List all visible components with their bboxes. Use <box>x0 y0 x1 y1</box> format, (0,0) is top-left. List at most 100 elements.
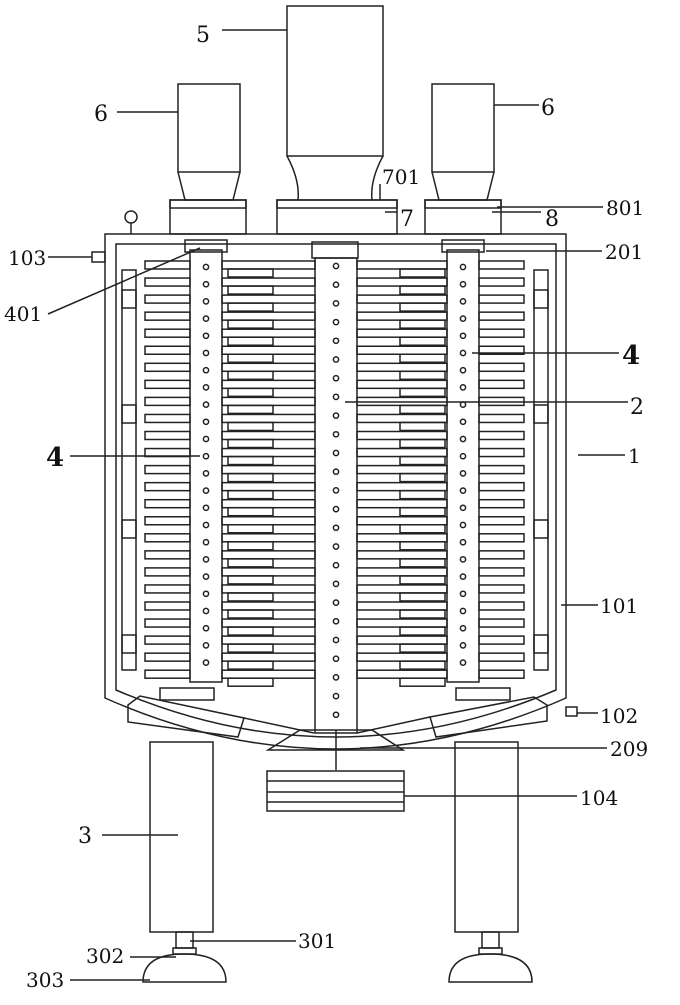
center-shaft-hole <box>332 487 340 494</box>
paddle-left-outer <box>144 413 191 424</box>
paddle-left-outer <box>144 260 191 270</box>
paddle-center-right <box>356 328 448 338</box>
paddle-right-inner <box>399 438 446 449</box>
left-shaft-hole <box>202 315 210 322</box>
label-801: 801 <box>606 196 644 220</box>
paddle-left-outer <box>144 362 191 373</box>
paddle-right-outer <box>478 533 525 543</box>
paddle-right-inner <box>399 404 446 415</box>
tank-inner-wall <box>115 243 557 738</box>
left-baffle <box>121 269 137 671</box>
paddle-right-outer <box>478 669 525 679</box>
paddle-center-left <box>221 652 316 662</box>
left-shaft-hole <box>202 349 210 357</box>
center-shaft-hole <box>332 468 340 476</box>
paddle-right-outer <box>478 584 525 594</box>
left-shaft-hole <box>202 435 210 443</box>
paddle-left-inner <box>227 336 274 346</box>
paddle-center-left <box>221 464 316 475</box>
paddle-center-left <box>221 550 316 560</box>
paddle-right-inner <box>399 472 446 483</box>
paddle-center-right <box>356 430 448 441</box>
paddle-right-inner <box>399 455 446 466</box>
left-shaft-hole <box>202 659 210 666</box>
center-shaft-hole <box>332 412 340 419</box>
left-shaft-hole <box>202 607 210 615</box>
paddle-left-inner <box>227 609 274 619</box>
left-shaft-hole <box>202 487 210 494</box>
paddle-center-left <box>221 601 316 611</box>
paddle-right-outer <box>478 601 525 611</box>
paddle-right-outer <box>478 277 525 287</box>
right-flange-cap-801 <box>424 199 502 209</box>
left-shaft-hole <box>202 504 210 512</box>
paddle-right-inner <box>399 592 446 602</box>
paddle-center-left <box>221 669 316 679</box>
center-shaft-hole <box>332 300 340 307</box>
paddle-right-outer <box>478 447 525 458</box>
paddle-left-outer <box>144 379 191 390</box>
left-mid-scraper <box>159 687 215 701</box>
paddle-center-left <box>221 567 316 577</box>
center-shaft-hole <box>332 617 340 625</box>
paddle-left-inner <box>227 592 274 602</box>
paddle-right-outer <box>478 294 525 304</box>
right-bottom-arm <box>356 716 431 734</box>
motor-5 <box>286 5 384 157</box>
right-shaft-hole <box>459 521 467 529</box>
paddle-right-outer <box>478 550 525 560</box>
center-flange-cap-701 <box>276 199 398 209</box>
shaft-holes <box>202 262 467 719</box>
left-leg <box>149 741 214 933</box>
left-shaft-hub-401 <box>184 239 228 253</box>
right-baffle-bracket <box>533 289 549 309</box>
shafts <box>184 239 485 734</box>
motor-neck <box>286 155 384 201</box>
center-shaft-hole <box>332 449 340 457</box>
center-shaft-hole <box>332 543 340 550</box>
paddle-center-left <box>221 584 316 594</box>
right-shaft-hole <box>459 556 467 563</box>
paddle-left-inner <box>227 302 274 312</box>
paddle-left-inner <box>227 575 274 585</box>
center-shaft-hole <box>332 655 340 663</box>
left-shaft-hole <box>202 521 210 529</box>
paddle-left-inner <box>227 421 274 432</box>
paddle-right-inner <box>399 370 446 381</box>
paddle-center-right <box>356 413 448 424</box>
left-baffle-bracket <box>121 519 137 539</box>
paddle-center-right <box>356 635 448 645</box>
label-5: 5 <box>196 23 210 48</box>
paddle-left-outer <box>144 516 191 526</box>
wall-baffles <box>121 269 549 671</box>
left-shaft-hole <box>202 366 210 374</box>
left-shaft-hole <box>202 590 210 598</box>
paddle-center-left <box>221 430 316 441</box>
right-baffle <box>533 269 549 671</box>
paddle-right-inner <box>399 643 446 653</box>
left-shaft-hole <box>202 263 210 271</box>
paddle-center-right <box>356 379 448 390</box>
center-shaft-hole <box>332 692 340 700</box>
paddle-left-inner <box>227 404 274 415</box>
paddle-left-inner <box>227 506 274 517</box>
right-shaft-hole <box>459 401 467 408</box>
paddle-left-outer <box>144 481 191 492</box>
center-shaft-hole <box>332 505 340 513</box>
paddle-right-inner <box>399 268 446 278</box>
paddle-right-outer <box>478 618 525 628</box>
right-shaft-hole <box>459 452 467 460</box>
paddle-center-right <box>356 481 448 492</box>
center-shaft-hole <box>332 281 340 289</box>
paddle-left-inner <box>227 353 274 363</box>
paddle-right-outer <box>478 430 525 441</box>
paddle-left-outer <box>144 567 191 577</box>
paddle-center-left <box>221 516 316 526</box>
left-adjuster-301 <box>175 931 194 949</box>
paddle-right-outer <box>478 635 525 645</box>
paddle-center-right <box>356 618 448 628</box>
leader-401 <box>47 247 201 315</box>
center-shaft-hole <box>332 561 340 569</box>
left-foot-303 <box>142 953 227 983</box>
paddle-right-inner <box>399 421 446 432</box>
